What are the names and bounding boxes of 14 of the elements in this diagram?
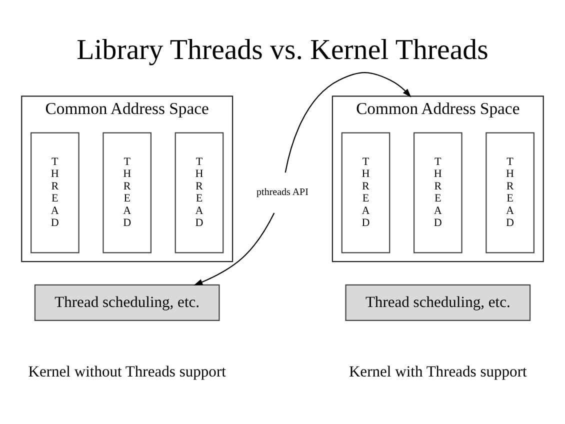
node-text: pthreads API bbox=[256, 187, 308, 198]
node-box: THREAD bbox=[341, 132, 390, 254]
node-box: Thread scheduling, etc. bbox=[34, 284, 220, 321]
node-box: Thread scheduling, etc. bbox=[345, 284, 531, 321]
arrow bbox=[194, 212, 275, 286]
node-box: THREAD bbox=[102, 132, 152, 254]
node-box: THREAD bbox=[174, 132, 224, 254]
node-label: Kernel without Threads support bbox=[28, 364, 226, 381]
node-label: Kernel with Threads support bbox=[348, 364, 527, 381]
node-box: THREAD bbox=[486, 132, 534, 254]
node-box: THREAD bbox=[30, 132, 80, 254]
node-box: THREAD bbox=[413, 132, 462, 254]
arrow bbox=[284, 72, 412, 173]
diagram-title: Library Threads vs. Kernel Threads bbox=[76, 34, 488, 66]
